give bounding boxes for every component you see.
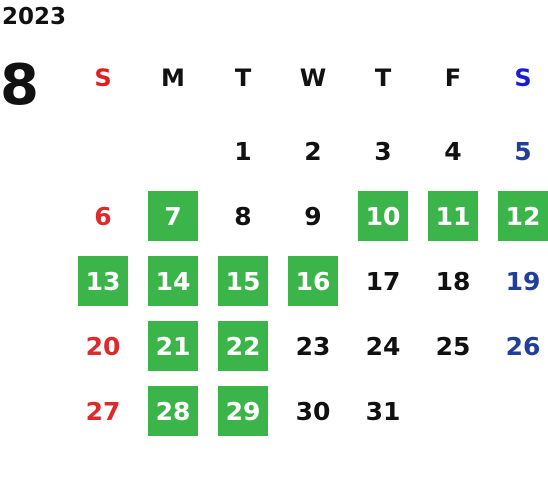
day-cell-15[interactable]: 15: [218, 256, 268, 306]
day-cell-17[interactable]: 17: [365, 266, 401, 296]
day-cell-21[interactable]: 21: [148, 321, 198, 371]
day-cell-7[interactable]: 7: [148, 191, 198, 241]
day-cell-4[interactable]: 4: [444, 136, 462, 166]
day-cell-11[interactable]: 11: [428, 191, 478, 241]
day-cell-22[interactable]: 22: [218, 321, 268, 371]
day-cell-27[interactable]: 27: [85, 396, 121, 426]
day-cell-19[interactable]: 19: [505, 266, 541, 296]
day-cell-23[interactable]: 23: [295, 331, 331, 361]
weekday-header-sun: S: [94, 64, 112, 92]
calendar-year: 2023: [2, 4, 67, 30]
calendar-month: 8: [0, 53, 39, 118]
day-cell-31[interactable]: 31: [365, 396, 401, 426]
day-cell-29[interactable]: 29: [218, 386, 268, 436]
weekday-header-mon: M: [161, 64, 185, 92]
day-cell-10[interactable]: 10: [358, 191, 408, 241]
day-cell-5[interactable]: 5: [514, 136, 532, 166]
day-cell-30[interactable]: 30: [295, 396, 331, 426]
day-cell-12[interactable]: 12: [498, 191, 548, 241]
day-cell-2[interactable]: 2: [304, 136, 322, 166]
weekday-header-thu: T: [374, 64, 392, 92]
weekday-header-fri: F: [444, 64, 462, 92]
day-cell-1[interactable]: 1: [234, 136, 252, 166]
day-cell-20[interactable]: 20: [85, 331, 121, 361]
day-cell-18[interactable]: 18: [435, 266, 471, 296]
day-cell-28[interactable]: 28: [148, 386, 198, 436]
day-cell-3[interactable]: 3: [374, 136, 392, 166]
day-cell-6[interactable]: 6: [94, 201, 112, 231]
day-cell-24[interactable]: 24: [365, 331, 401, 361]
day-cell-9[interactable]: 9: [304, 201, 322, 231]
weekday-header-tue: T: [234, 64, 252, 92]
day-cell-16[interactable]: 16: [288, 256, 338, 306]
day-cell-25[interactable]: 25: [435, 331, 471, 361]
day-cell-26[interactable]: 26: [505, 331, 541, 361]
day-cell-8[interactable]: 8: [234, 201, 252, 231]
day-cell-14[interactable]: 14: [148, 256, 198, 306]
weekday-header-sat: S: [514, 64, 532, 92]
weekday-header-wed: W: [299, 64, 327, 92]
day-cell-13[interactable]: 13: [78, 256, 128, 306]
